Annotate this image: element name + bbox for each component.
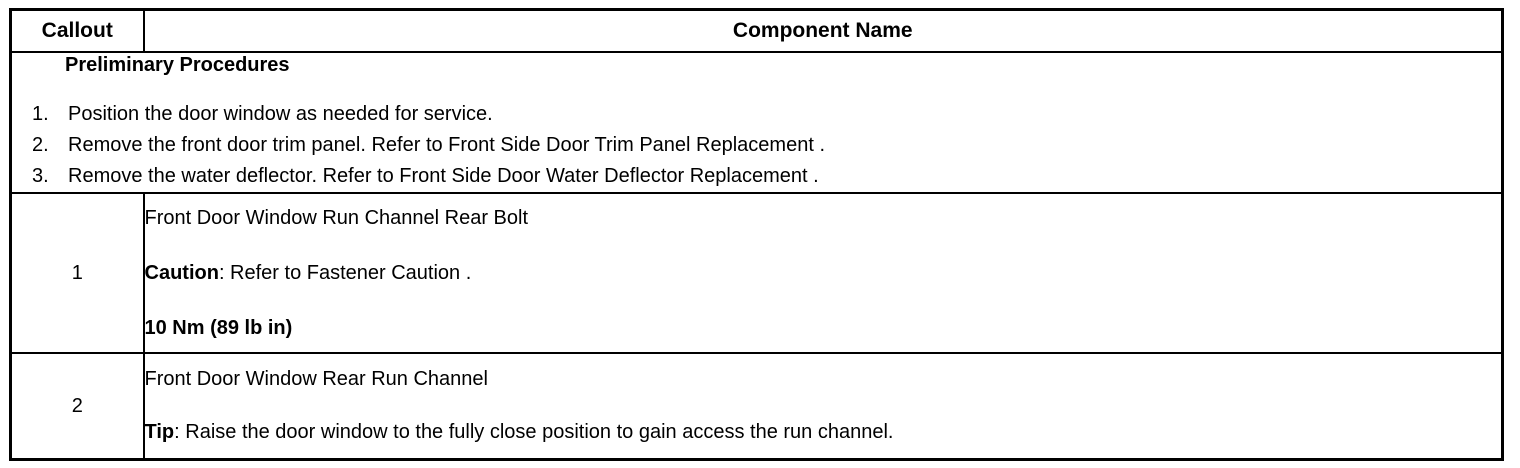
list-item: 2. Remove the front door trim panel. Ref… (12, 130, 1501, 161)
list-item-number: 2. (32, 134, 49, 156)
list-item-text: Remove the front door trim panel. Refer … (68, 134, 826, 156)
column-header-component-name: Component Name (142, 8, 1503, 53)
list-item: 3. Remove the water deflector. Refer to … (12, 161, 1501, 192)
preliminary-procedures-cell: Preliminary Procedures 1. Position the d… (9, 51, 1504, 194)
caution-text: : Refer to Fastener Caution . (218, 262, 472, 284)
callout-number: 1 (9, 192, 145, 354)
caution-label: Caution (144, 262, 219, 284)
list-item-number: 3. (32, 165, 49, 187)
torque-value: 10 Nm (89 lb in) (144, 317, 293, 339)
component-description-cell: Front Door Window Rear Run Channel Tip: … (142, 352, 1504, 461)
paragraph-spacer (145, 287, 1502, 315)
list-item-text: Position the door window as needed for s… (68, 103, 493, 125)
table-row: 2 Front Door Window Rear Run Channel Tip… (9, 352, 1504, 461)
table-row: 1 Front Door Window Run Channel Rear Bol… (9, 192, 1504, 354)
torque-spec: 10 Nm (89 lb in) (145, 315, 1502, 342)
list-item-text: Remove the water deflector. Refer to Fro… (68, 165, 819, 187)
paragraph-spacer (145, 232, 1502, 260)
column-header-callout: Callout (10, 8, 145, 53)
tip-note: Tip: Raise the door window to the fully … (145, 419, 1502, 446)
component-name-text: Front Door Window Rear Run Channel (144, 368, 489, 390)
tip-text: : Raise the door window to the fully clo… (174, 421, 894, 443)
list-item: 1. Position the door window as needed fo… (12, 99, 1501, 130)
tip-label: Tip (144, 421, 175, 443)
component-description-cell: Front Door Window Run Channel Rear Bolt … (142, 192, 1504, 354)
component-name-text: Front Door Window Run Channel Rear Bolt (144, 207, 529, 229)
table-header-row: Callout Component Name (10, 8, 1503, 53)
list-item-number: 1. (32, 103, 49, 125)
preliminary-procedures-list: 1. Position the door window as needed fo… (12, 99, 1501, 192)
service-procedure-table: Callout Component Name Preliminary Proce… (9, 8, 1504, 461)
callout-number: 2 (9, 352, 145, 461)
caution-note: Caution: Refer to Fastener Caution . (145, 260, 1502, 287)
paragraph-spacer (145, 393, 1502, 419)
preliminary-procedures-title: Preliminary Procedures (65, 54, 290, 76)
preliminary-procedures-row: Preliminary Procedures 1. Position the d… (9, 51, 1504, 194)
